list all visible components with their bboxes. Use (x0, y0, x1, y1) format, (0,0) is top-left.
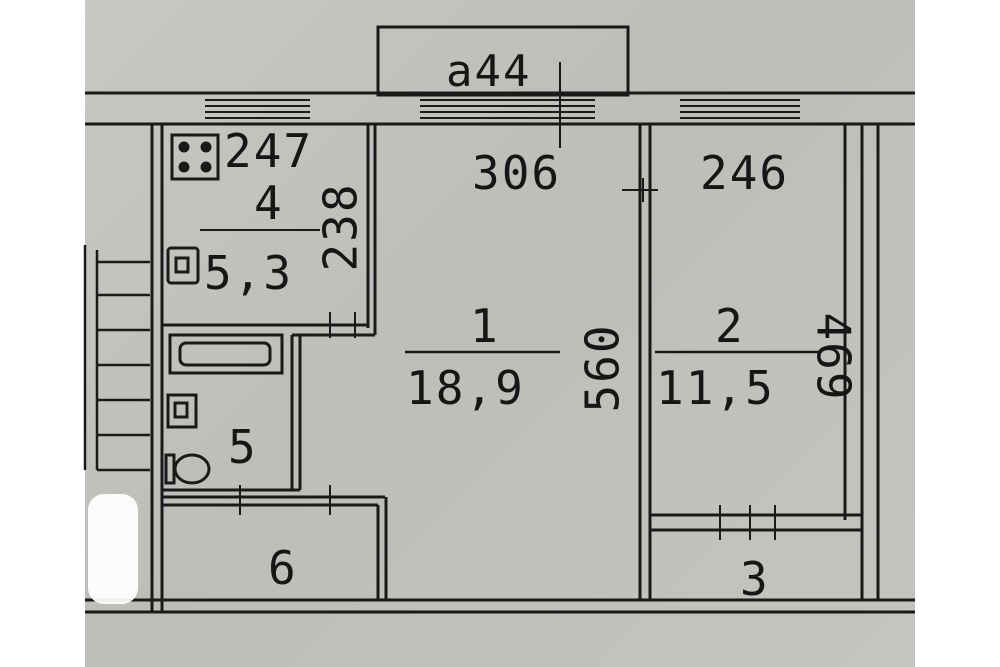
watermark (88, 494, 138, 604)
window (680, 99, 800, 119)
balcony (376, 25, 630, 97)
stove-icon (170, 133, 220, 181)
kitchen-width-dimension: 247 (224, 124, 314, 178)
balcony-label: а44 (446, 46, 532, 97)
room-2-area: 11,5 (656, 361, 775, 415)
staircase (83, 245, 150, 472)
room-2-number: 2 (715, 299, 745, 353)
room-5-number: 5 (228, 420, 258, 474)
room1-length-dimension: 560 (575, 323, 630, 413)
washbasin-icon (166, 393, 198, 429)
room-1-area: 18,9 (406, 361, 525, 415)
kitchen-length-dimension: 238 (313, 182, 368, 272)
room-1-number: 1 (470, 299, 500, 353)
toilet-icon (164, 453, 211, 485)
room1-width-dimension: 306 (472, 146, 562, 200)
room-4-area: 5,3 (204, 246, 294, 300)
room-6-number: 6 (268, 541, 298, 595)
kitchen-sink-icon (166, 246, 200, 285)
room-3-number: 3 (740, 552, 770, 606)
window (420, 99, 595, 119)
window (205, 99, 310, 119)
room2-width-dimension: 246 (700, 146, 790, 200)
room-4-number: 4 (254, 176, 284, 230)
room2-length-dimension: 469 (806, 312, 861, 402)
bathtub-icon (168, 333, 284, 375)
